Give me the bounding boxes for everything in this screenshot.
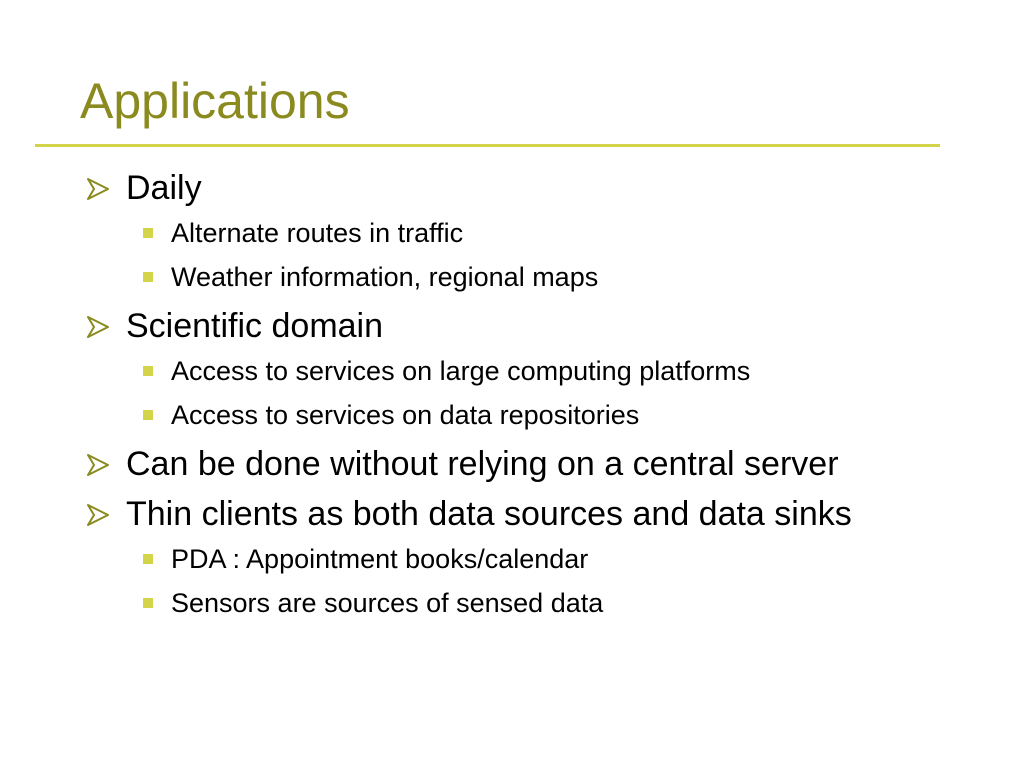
- bullet-item: Daily: [86, 166, 986, 211]
- bullet-item: Can be done without relying on a central…: [86, 442, 986, 487]
- square-bullet-icon: [143, 554, 153, 564]
- slide-content: Daily Alternate routes in traffic Weathe…: [86, 166, 986, 625]
- arrow-bullet-icon: [87, 316, 109, 338]
- sub-bullet-list: Access to services on large computing pl…: [86, 349, 986, 437]
- title-divider: [35, 144, 940, 147]
- sub-bullet-item: Access to services on data repositories: [86, 393, 986, 437]
- bullet-item: Thin clients as both data sources and da…: [86, 492, 986, 537]
- bullet-text: Daily: [126, 169, 202, 207]
- sub-bullet-item: Weather information, regional maps: [86, 255, 986, 299]
- sub-bullet-text: Access to services on data repositories: [171, 400, 640, 430]
- sub-bullet-list: PDA : Appointment books/calendar Sensors…: [86, 537, 986, 625]
- arrow-bullet-icon: [87, 504, 109, 526]
- sub-bullet-text: Sensors are sources of sensed data: [171, 588, 604, 618]
- sub-bullet-text: Access to services on large computing pl…: [171, 356, 751, 386]
- slide-title: Applications: [80, 73, 350, 129]
- arrow-bullet-icon: [87, 178, 109, 200]
- square-bullet-icon: [143, 410, 153, 420]
- sub-bullet-text: PDA : Appointment books/calendar: [171, 544, 589, 574]
- sub-bullet-list: Alternate routes in traffic Weather info…: [86, 211, 986, 299]
- sub-bullet-text: Alternate routes in traffic: [171, 218, 464, 248]
- bullet-text: Scientific domain: [126, 307, 384, 345]
- sub-bullet-item: Alternate routes in traffic: [86, 211, 986, 255]
- bullet-text: Thin clients as both data sources and da…: [126, 495, 852, 533]
- square-bullet-icon: [143, 598, 153, 608]
- arrow-bullet-icon: [87, 454, 109, 476]
- square-bullet-icon: [143, 272, 153, 282]
- bullet-text: Can be done without relying on a central…: [126, 445, 839, 483]
- bullet-item: Scientific domain: [86, 304, 986, 349]
- sub-bullet-item: Sensors are sources of sensed data: [86, 581, 986, 625]
- sub-bullet-item: PDA : Appointment books/calendar: [86, 537, 986, 581]
- square-bullet-icon: [143, 228, 153, 238]
- sub-bullet-item: Access to services on large computing pl…: [86, 349, 986, 393]
- sub-bullet-text: Weather information, regional maps: [171, 262, 599, 292]
- square-bullet-icon: [143, 366, 153, 376]
